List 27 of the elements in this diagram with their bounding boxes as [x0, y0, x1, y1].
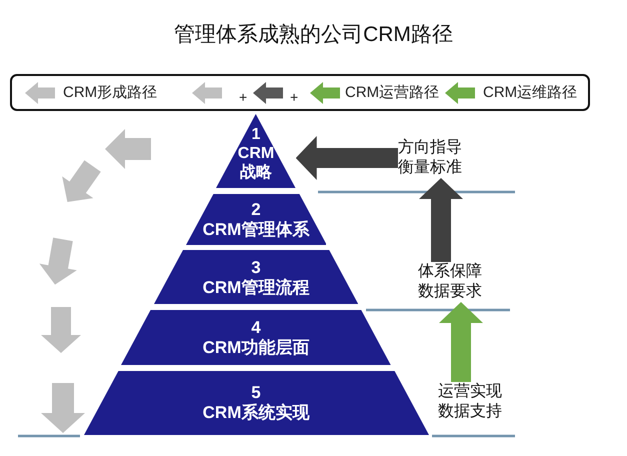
layer-number: 5 [251, 383, 261, 403]
layer-number: 4 [251, 318, 261, 338]
layer-title: CRM管理流程 [202, 278, 310, 298]
layer-title: CRM管理体系 [202, 220, 310, 240]
layer-number: 3 [251, 258, 261, 278]
layer-title: CRM功能层面 [202, 338, 310, 358]
layer-title: CRM战略 [236, 144, 276, 182]
note-text: 体系保障数据要求 [418, 262, 484, 302]
pyramid-layer [84, 371, 428, 435]
arrow [439, 302, 483, 382]
title: 管理体系成熟的公司CRM路径 [174, 23, 453, 46]
legend-label: CRM形成路径 [63, 83, 158, 103]
pyramid-layer [186, 194, 326, 245]
plus-sign: + [239, 89, 248, 105]
note-text: 运营实现数据支持 [438, 382, 504, 422]
layer-title: CRM系统实现 [202, 403, 310, 423]
pyramid-layer [154, 250, 358, 304]
layer-number: 1 [252, 125, 260, 144]
note-text: 方向指导衡量标准 [398, 138, 464, 178]
layer-number: 2 [251, 200, 261, 220]
pyramid-layer [121, 310, 391, 365]
arrow [296, 136, 398, 180]
arrow [419, 178, 463, 262]
pyramid-layer [216, 114, 296, 188]
legend-label: CRM运营路径 [345, 83, 440, 103]
legend-label: CRM运维路径 [483, 83, 578, 103]
plus-sign: + [290, 89, 298, 105]
